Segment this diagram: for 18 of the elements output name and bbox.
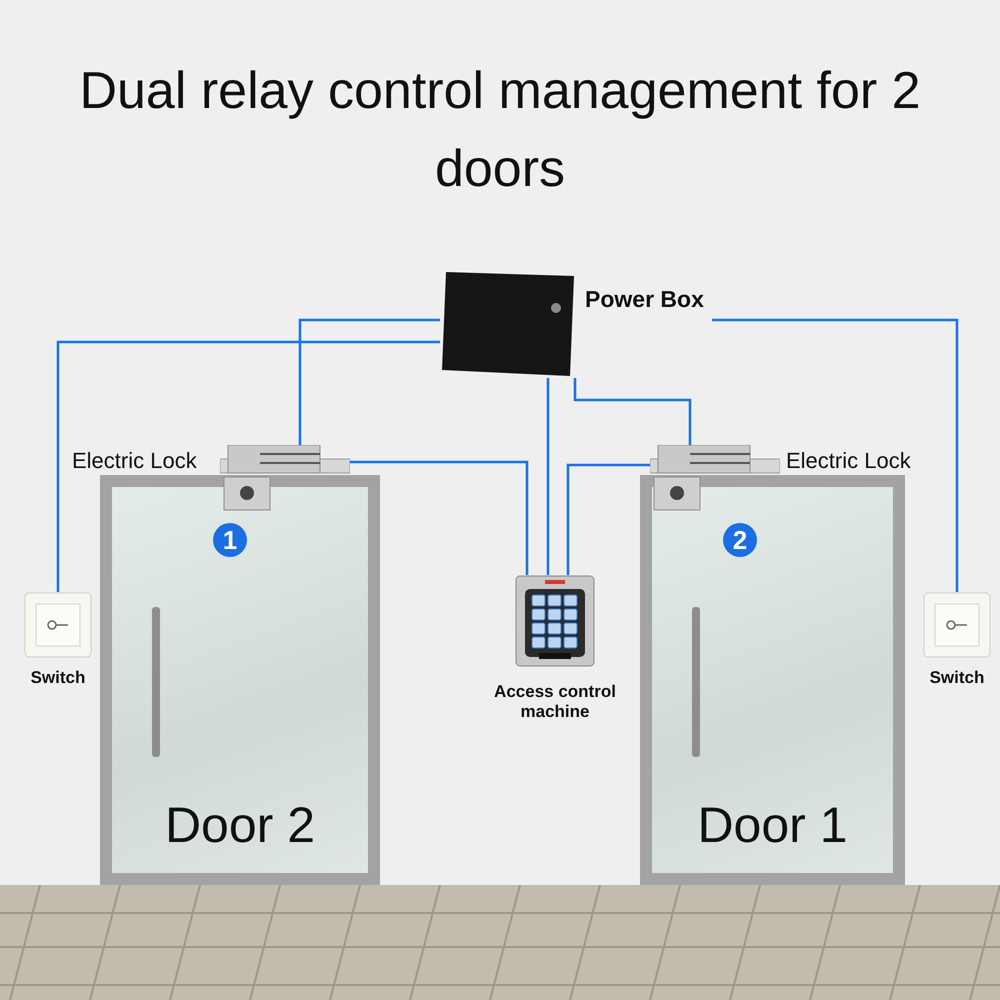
door-label: Door 1: [696, 796, 849, 855]
wire: [712, 318, 958, 592]
device-label: Electric Lock: [72, 448, 198, 474]
device-label: Electric Lock: [786, 448, 912, 474]
wire: [574, 378, 692, 445]
device-label: Power Box: [585, 286, 705, 314]
wire: [566, 464, 650, 575]
glass-door: [100, 475, 380, 885]
door-label: Door 2: [164, 796, 316, 855]
device-label: Switch: [30, 668, 86, 688]
wire: [546, 378, 550, 575]
glass-door: [640, 475, 905, 885]
wire: [56, 340, 440, 592]
wire: [298, 318, 440, 445]
device-label: Switch: [928, 668, 986, 688]
device-label: Access control machine: [493, 682, 617, 723]
diagram-title: Dual relay control management for 2 doors: [78, 61, 922, 200]
wire: [350, 460, 528, 575]
